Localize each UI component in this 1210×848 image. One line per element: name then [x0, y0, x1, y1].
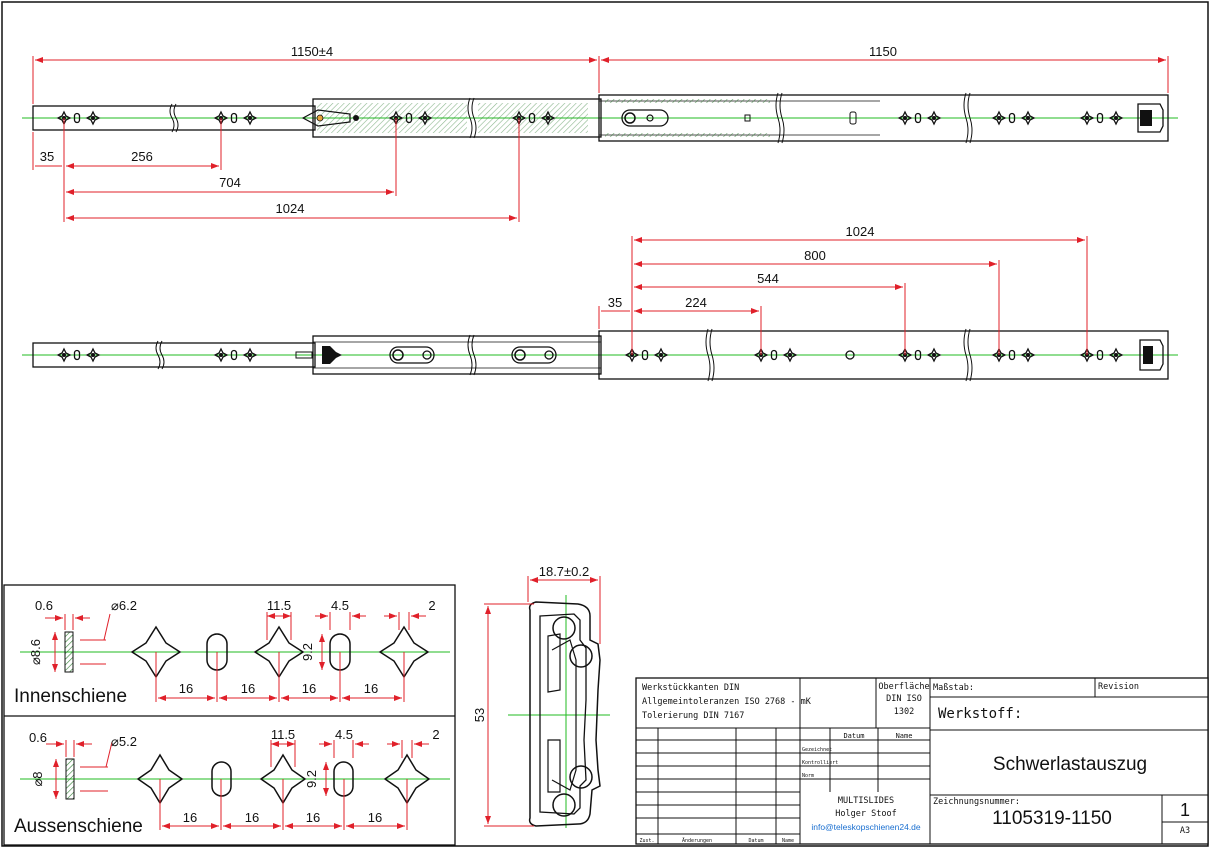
tb-scale: Maßstab: — [933, 683, 974, 693]
inner-thickness: 0.6 — [35, 598, 53, 613]
tb-row-1: Gezeichnet — [802, 747, 832, 753]
tb-surface-1: Oberfläche — [878, 682, 929, 692]
dim-1024: 1024 — [276, 201, 305, 216]
tb-material: Werkstoff: — [938, 706, 1022, 722]
outer-hole: ⌀5.2 — [111, 734, 137, 749]
tb-drawing-no: 1105319-1150 — [992, 808, 1112, 829]
tb-drawing-no-label: Zeichnungsnummer: — [933, 797, 1020, 807]
inner-height: ⌀8.6 — [28, 639, 43, 665]
outer-edge: 2 — [432, 727, 439, 742]
dim-1150: 1150 — [869, 44, 897, 59]
outer-height: ⌀8 — [30, 771, 45, 786]
tb-name: Name — [896, 732, 913, 740]
dim-1024-b: 1024 — [846, 224, 875, 239]
tb-company-1: MULTISLIDES — [838, 796, 894, 806]
tb-datum: Datum — [843, 732, 864, 740]
inner-slot-w: 11.5 — [267, 598, 291, 613]
inner-label: Innenschiene — [14, 686, 127, 707]
inner-slot-h: 9.2 — [300, 643, 315, 661]
outer-rail-b — [598, 330, 1169, 380]
outer-slot-h: 9.2 — [304, 770, 319, 788]
title-block: Werkstückkanten DIN Allgemeintoleranzen … — [635, 677, 1209, 845]
tb-footer-2: Änderungen — [682, 837, 712, 844]
tb-note-1: Werkstückkanten DIN — [642, 683, 739, 693]
tb-note-3: Tolerierung DIN 7167 — [642, 711, 744, 721]
inner-rail-b — [32, 342, 316, 368]
tb-sheet: 1 — [1180, 800, 1190, 820]
inner-pitch-1: 16 — [179, 681, 193, 696]
outer-pitch-1: 16 — [183, 810, 197, 825]
inner-pitch-3: 16 — [302, 681, 316, 696]
tb-footer-4: Name — [782, 838, 794, 844]
middle-rail — [312, 98, 602, 138]
outer-slot-w: 11.5 — [271, 727, 295, 742]
dim-800: 800 — [804, 248, 826, 263]
outer-pitch-4: 16 — [368, 810, 382, 825]
detail-outer: 0.6 ⌀5.2 ⌀8 11.5 4.5 2 9.2 16 16 16 16 A… — [14, 727, 450, 837]
inner-gap: 4.5 — [331, 598, 349, 613]
outer-label: Aussenschiene — [14, 816, 143, 837]
outer-pitch-3: 16 — [306, 810, 320, 825]
tb-row-3: Norm — [802, 773, 814, 779]
dim-256: 256 — [131, 149, 153, 164]
dim-704: 704 — [219, 175, 241, 190]
tb-revision: Revision — [1098, 682, 1139, 692]
middle-rail-b — [312, 335, 602, 375]
section-width: 18.7±0.2 — [539, 564, 590, 579]
tb-email[interactable]: info@teleskopschienen24.de — [811, 822, 921, 832]
inner-rail — [32, 105, 316, 131]
tb-surface-2: DIN ISO — [886, 694, 922, 704]
tb-row-2: Kontrolliert — [802, 760, 838, 766]
cross-section: 18.7±0.2 53 — [472, 564, 610, 828]
outer-pitch-2: 16 — [245, 810, 259, 825]
dim-35-b: 35 — [608, 295, 622, 310]
detail-inner: 0.6 ⌀6.2 ⌀8.6 11.5 4.5 2 9.2 16 16 16 16… — [14, 598, 450, 707]
dim-224: 224 — [685, 295, 707, 310]
tb-footer-1: Zust. — [639, 838, 654, 844]
top-view: 1150±4 1150 35 256 704 1024 — [22, 44, 1178, 222]
inner-pitch-4: 16 — [364, 681, 378, 696]
tb-title: Schwerlastauszug — [993, 754, 1147, 775]
inner-hole: ⌀6.2 — [111, 598, 137, 613]
dim-1150-tol: 1150±4 — [291, 44, 333, 59]
inner-pitch-2: 16 — [241, 681, 255, 696]
section-height: 53 — [472, 708, 487, 722]
tb-format: A3 — [1180, 826, 1190, 836]
hole-details: 0.6 ⌀6.2 ⌀8.6 11.5 4.5 2 9.2 16 16 16 16… — [3, 584, 456, 846]
tb-note-2: Allgemeintoleranzen ISO 2768 - mK — [642, 697, 812, 707]
tb-company-2: Holger Stoof — [835, 809, 896, 819]
outer-thickness: 0.6 — [29, 730, 47, 745]
dim-35: 35 — [40, 149, 54, 164]
outer-gap: 4.5 — [335, 727, 353, 742]
tb-surface-3: 1302 — [894, 707, 914, 717]
tb-footer-3: Datum — [748, 838, 763, 844]
bottom-view: 1024 800 544 35 224 — [22, 224, 1178, 382]
inner-edge: 2 — [428, 598, 435, 613]
outer-rail — [598, 94, 1169, 142]
dim-544: 544 — [757, 271, 779, 286]
